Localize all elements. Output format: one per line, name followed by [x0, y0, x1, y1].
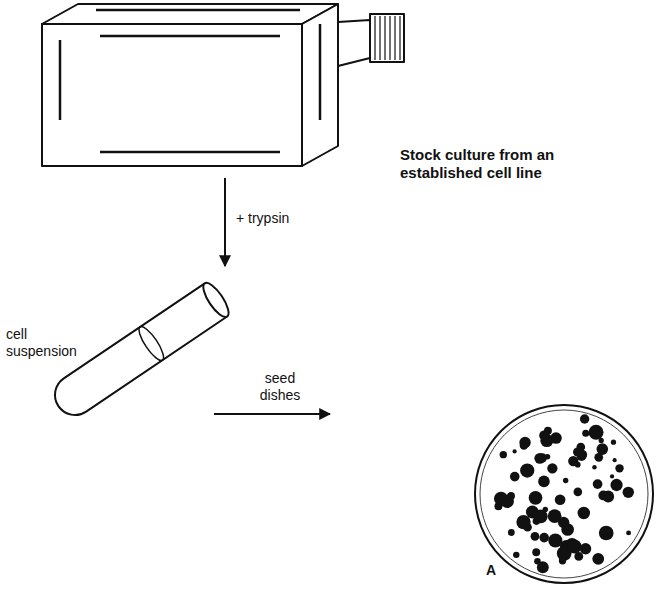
arrow-label: seed dishes — [246, 370, 314, 404]
node-label: A — [486, 562, 506, 579]
process-arrow — [224, 178, 226, 266]
arrow-label: + trypsin — [234, 210, 318, 227]
process-arrow — [214, 413, 330, 415]
culture-dish: A — [470, 402, 658, 586]
test-tube: cell suspension — [60, 278, 212, 418]
node-label: Stock culture from an established cell l… — [400, 146, 632, 182]
culture-flask: Stock culture from an established cell l… — [36, 0, 412, 172]
culture-flask-outline — [36, 0, 412, 172]
culture-dish-outline — [470, 402, 658, 586]
node-label: cell suspension — [6, 326, 88, 360]
test-tube-outline — [60, 278, 212, 418]
